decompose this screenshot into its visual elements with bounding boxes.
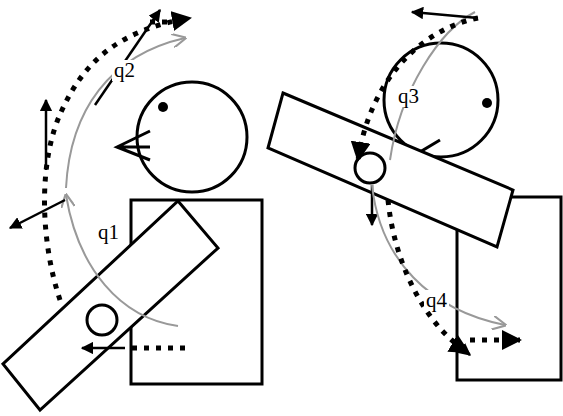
joint [87, 305, 117, 335]
right-figure [268, 43, 561, 380]
eye [158, 102, 168, 112]
nose [117, 131, 150, 160]
arm [268, 93, 513, 247]
arm [3, 201, 218, 410]
joint-label: q4 [424, 290, 449, 311]
joint-label: q1 [96, 222, 121, 243]
motion-arrows [10, 10, 520, 355]
eye [482, 98, 492, 108]
left-figure [3, 82, 262, 410]
joint-label: q2 [112, 60, 137, 81]
joint-label: q3 [396, 86, 421, 107]
head [137, 82, 247, 192]
